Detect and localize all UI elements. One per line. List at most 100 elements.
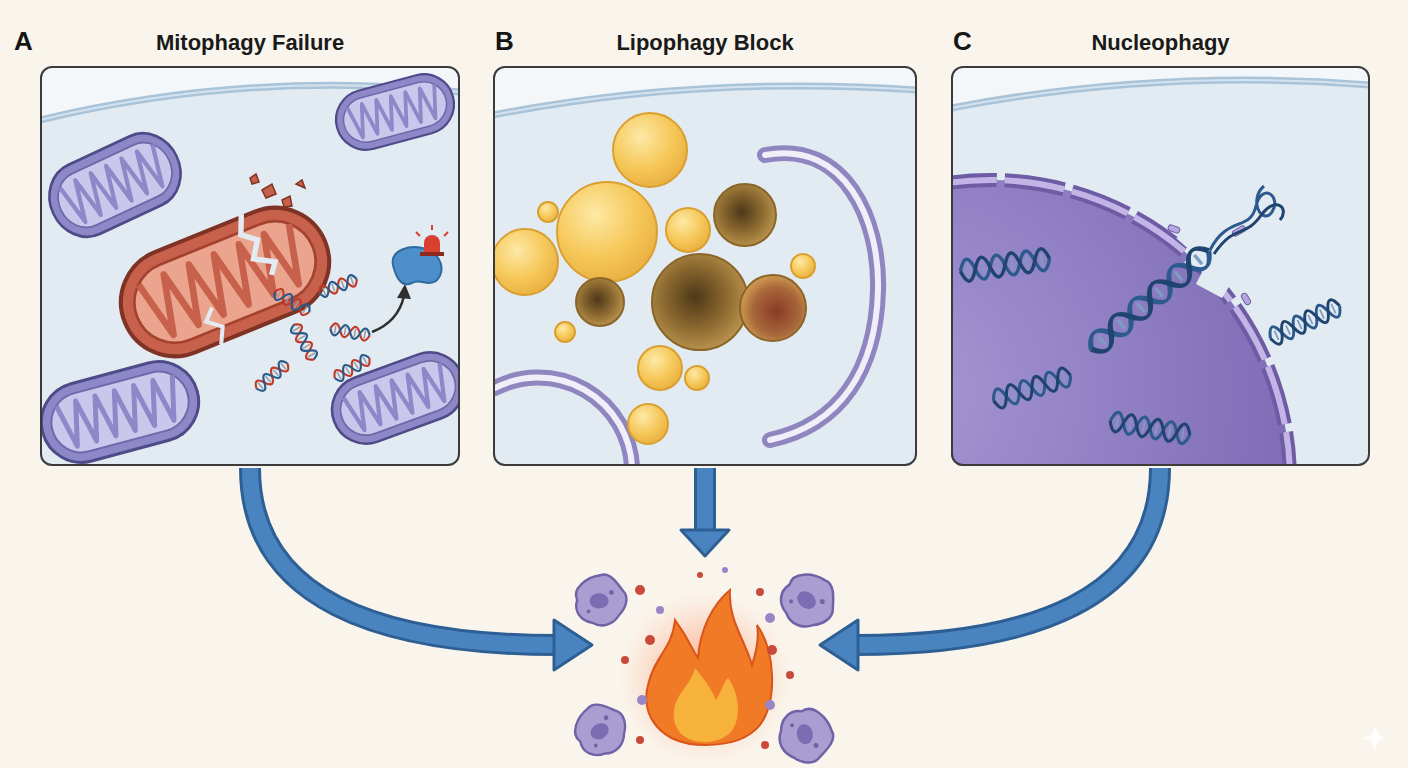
- panel-b-art-part-part: [740, 275, 806, 341]
- flow-arrows-part: [554, 620, 592, 670]
- panel-a-art-part: [329, 67, 460, 156]
- panel-b-art-part-part: [557, 182, 657, 282]
- panel-b-art-part-part: [628, 404, 668, 444]
- panel-c-art-part: [951, 80, 1370, 108]
- panel-c-art-part: [990, 366, 1073, 410]
- inflammation-part: [697, 572, 703, 578]
- panel-c-art-part: [1108, 411, 1191, 445]
- inflammation-part: [775, 705, 837, 767]
- panel-c-art-part: [1240, 292, 1251, 305]
- inflammation-part: [756, 588, 764, 596]
- panel-letter: C: [953, 26, 972, 57]
- panel-a-art-part: [317, 274, 359, 299]
- panel-a-art-part: [416, 232, 420, 236]
- panel-a-art-part: [397, 284, 411, 299]
- panel-b-art-part: [493, 66, 917, 466]
- inflammation-part: [771, 563, 846, 638]
- inflammation-part: [761, 741, 769, 749]
- panel-a-art-part: [431, 225, 433, 230]
- inflammation-part: [767, 645, 777, 655]
- panel-c-art-part: [951, 180, 1290, 466]
- panel-b-art-part-part: [685, 366, 709, 390]
- panel-b-art-part: [495, 378, 632, 466]
- inflammation-part: [566, 695, 635, 764]
- panel-b-art-part: [493, 86, 917, 115]
- panel-b-art-part-part: [666, 208, 710, 252]
- panel-c-art-part: [1266, 297, 1343, 346]
- panel-b-art-part-part: [576, 278, 624, 326]
- panel-a-art-part: [329, 323, 370, 342]
- inflammation-part: [765, 700, 775, 710]
- panel-a-art-part: [282, 196, 292, 207]
- panel-b-art-part: [493, 86, 917, 466]
- panel-a-art-part: [272, 287, 313, 317]
- panel-a-art: [40, 66, 460, 466]
- panel-c-art-part: [951, 180, 1290, 466]
- panel-a-art-part: [420, 252, 444, 256]
- inflammation-part: [674, 668, 738, 742]
- panel-a-art-part: [372, 296, 404, 332]
- flow-arrows-part: [250, 468, 556, 645]
- inflammation-part: [637, 695, 647, 705]
- panel-a-art-part: [250, 174, 259, 184]
- panel-c-art-part: [951, 80, 1370, 108]
- panel-title: Mitophagy Failure: [42, 30, 458, 56]
- panel-b-art-part-part: [613, 113, 687, 187]
- panel-b-art-part: [493, 113, 815, 444]
- inflammation-part: [645, 635, 655, 645]
- panel-a-art-part: [444, 232, 448, 236]
- panel-letter: B: [495, 26, 514, 57]
- panel-a-art-part: [322, 343, 460, 453]
- panel-b-art-part: [576, 184, 806, 350]
- panel-title: Nucleophagy: [953, 30, 1368, 56]
- panel-box: AMitophagy Failure: [40, 66, 460, 466]
- inflammation-part: [617, 590, 793, 766]
- panel-b-art-part-part: [493, 229, 558, 295]
- panel-b-art-part-part: [714, 184, 776, 246]
- panel-c-art: [951, 66, 1370, 466]
- panel-b-art-part: [493, 86, 917, 115]
- flow-arrows-part: [697, 468, 713, 532]
- flow-arrows-part: [681, 530, 729, 556]
- inflammation-part: [646, 590, 772, 745]
- panel-c-art-part: [1167, 224, 1180, 234]
- inflammation-part: [636, 736, 644, 744]
- inflammation-part: [576, 575, 626, 626]
- flow-arrows-part: [856, 468, 1160, 645]
- panel-a-art-part: [262, 184, 276, 198]
- panel-letter: A: [14, 26, 33, 57]
- panel-c-art-part: [1210, 186, 1275, 250]
- inflammation-part: [765, 613, 775, 623]
- panel-c-art-part: [1214, 205, 1283, 254]
- panel-box: BLipophagy Block: [493, 66, 917, 466]
- panel-a-art-part: [104, 189, 347, 375]
- panel-b-art-part-part: [538, 202, 558, 222]
- panel-b-art: [493, 66, 917, 466]
- inflammation-part: [635, 585, 645, 595]
- panel-title: Lipophagy Block: [495, 30, 915, 56]
- inflammation-part: [786, 671, 794, 679]
- sparkle-mark: [1362, 725, 1388, 751]
- panel-b-art-part-part: [638, 346, 682, 390]
- panel-a-art-part: [289, 322, 319, 363]
- panel-b-art-part-part: [791, 254, 815, 278]
- panel-box: CNucleophagy: [951, 66, 1370, 466]
- panel-a-art-part: [40, 122, 193, 248]
- inflammation: [566, 563, 846, 767]
- flow-arrows-part: [856, 468, 1160, 645]
- panel-c-art-part: [959, 248, 1051, 282]
- panel-a-art-part: [424, 235, 440, 252]
- panel-b-art-part-part: [652, 254, 748, 350]
- panel-a-art-part: [40, 353, 208, 466]
- inflammation-part: [722, 567, 728, 573]
- panel-c-art-part: [951, 180, 1290, 466]
- panel-a-art-part: [332, 353, 373, 383]
- panel-a-art-part: [296, 180, 305, 188]
- panel-b-art-part-part: [555, 322, 575, 342]
- panel-a-art-part: [253, 359, 291, 394]
- panel-c-art-part: [1084, 242, 1215, 357]
- flow-arrows-part: [820, 620, 858, 670]
- flow-arrows-part: [250, 468, 556, 645]
